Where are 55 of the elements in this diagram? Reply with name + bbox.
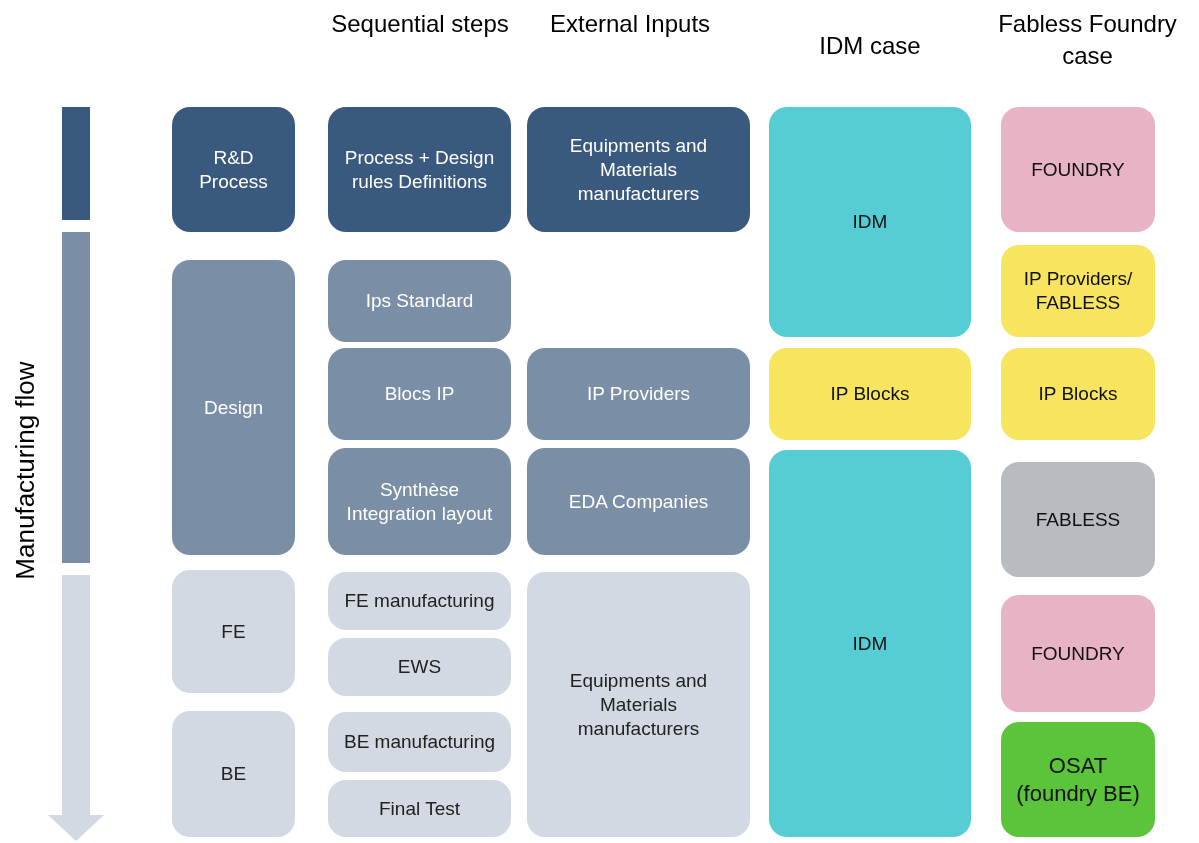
step-box — [1001, 462, 1155, 577]
step-box — [172, 711, 295, 837]
step-box — [328, 348, 511, 440]
box-label: IP Blocks — [830, 382, 910, 406]
box-label: Ips Standard — [365, 289, 474, 313]
box-label: IDM — [852, 631, 888, 656]
step-box — [172, 570, 295, 693]
box-label: IP Providers/ FABLESS — [1022, 267, 1134, 315]
column-heading: Sequential steps — [330, 9, 510, 39]
box-label: BE — [220, 762, 247, 786]
box-label: FE manufacturing — [344, 589, 495, 613]
box-label: FOUNDRY — [1031, 641, 1125, 666]
box-label: R&D Process — [198, 145, 269, 194]
box-label: Synthèse Integration layout — [345, 477, 494, 526]
box-label: IP Providers — [586, 382, 691, 406]
box-label: Final Test — [379, 796, 460, 821]
box-label: Blocs IP — [384, 382, 455, 406]
box-label: IP Blocks — [1038, 382, 1118, 406]
box-label: FABLESS — [1035, 507, 1121, 532]
step-box — [328, 638, 511, 696]
step-box — [328, 780, 511, 837]
step-box — [1001, 245, 1155, 337]
step-box — [1001, 595, 1155, 712]
box-label: EDA Companies — [568, 489, 709, 514]
step-box — [1001, 348, 1155, 440]
box-label: Equipments and Materials manufacturers — [568, 133, 709, 206]
column-heading: Fabless Foundry case — [997, 9, 1178, 71]
box-label: Design — [203, 395, 264, 420]
box-label: FE — [221, 619, 246, 644]
step-box — [172, 260, 295, 555]
step-box — [769, 348, 971, 440]
step-box — [1001, 107, 1155, 232]
axis-title: Manufacturing flow — [9, 360, 41, 582]
box-label: OSAT (foundry BE) — [1015, 751, 1141, 808]
box-label: Equipments and Materials manufacturers — [568, 668, 709, 741]
box-label: FOUNDRY — [1031, 157, 1125, 182]
step-box — [172, 107, 295, 232]
step-box — [769, 450, 971, 837]
step-box — [527, 448, 750, 555]
step-box — [328, 448, 511, 555]
step-box — [527, 107, 750, 232]
step-box — [527, 572, 750, 837]
box-label: BE manufacturing — [344, 730, 495, 754]
step-box — [1001, 722, 1155, 837]
step-box — [328, 260, 511, 342]
step-box — [769, 107, 971, 337]
step-box — [527, 348, 750, 440]
column-heading: IDM case — [818, 31, 922, 61]
box-label: IDM — [852, 210, 888, 234]
box-label: EWS — [397, 655, 442, 679]
step-box — [328, 107, 511, 232]
step-box — [328, 712, 511, 772]
step-box — [328, 572, 511, 630]
box-label: Process + Design rules Definitions — [343, 145, 496, 194]
column-heading: External Inputs — [548, 9, 712, 39]
